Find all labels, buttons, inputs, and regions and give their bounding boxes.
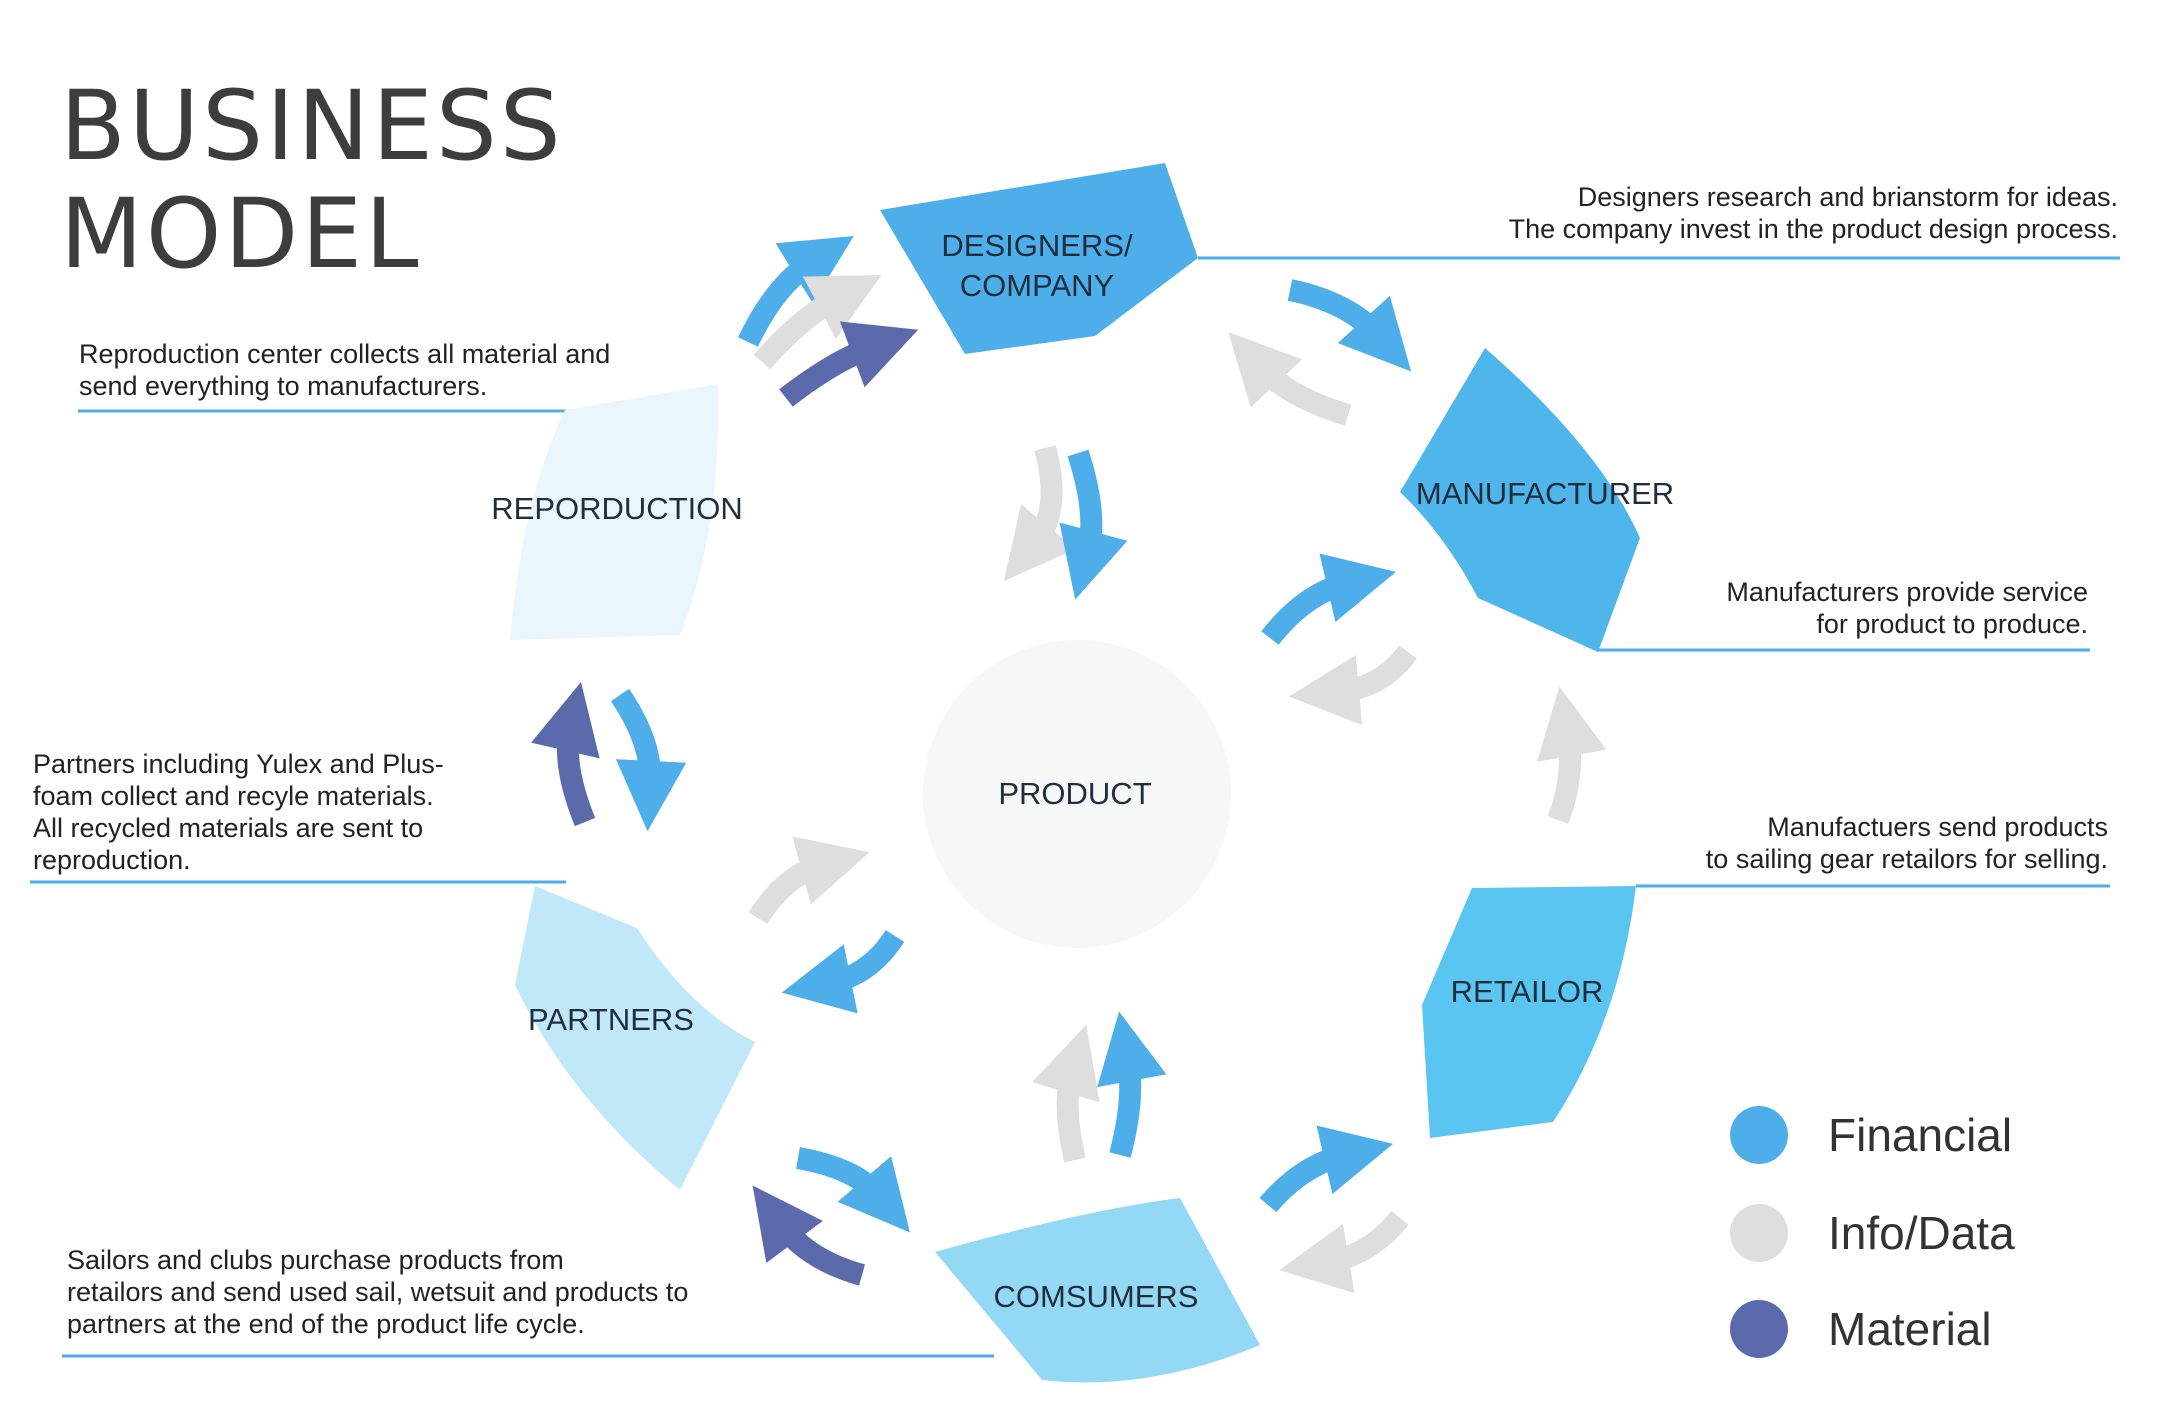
product-label: PRODUCT [998,776,1152,811]
partners-note: Partners including Yulex and Plus- foam … [33,749,444,875]
material-arrow-consumers-partners [752,1185,866,1286]
leader-lines [30,256,2120,1358]
financial-arrow-reproduction-partners [610,688,687,832]
info-arrow-reproduction-designers [753,275,882,370]
retailor-node[interactable] [1422,886,1636,1138]
info-arrow-designers-product [1003,445,1076,582]
partners-label: PARTNERS [528,1002,694,1037]
info-arrow-manufacturer-designers [1228,331,1352,426]
info-arrow-manufacturer-product [1288,645,1417,726]
designers-company-node[interactable] [880,163,1198,354]
info-arrow-retailor-manufacturer [1536,686,1607,824]
title-line-2: MODEL [60,178,422,290]
financial-arrow-product-partners [781,929,905,1014]
consumers-note: Sailors and clubs purchase products from… [67,1245,689,1339]
flow-arrows [530,235,1607,1294]
legend-dot-info-data [1730,1204,1788,1262]
financial-arrow-consumers-retailor [1259,1125,1393,1213]
material-arrow-partners-reproduction [530,681,600,827]
manufacturer-node[interactable] [1400,348,1640,652]
financial-arrow-reproduction-designers [738,235,854,347]
info-arrow-consumers-product [1032,1024,1100,1163]
retailor-note: Manufactuers send products to sailing ge… [1705,812,2108,874]
legend-label-financial: Financial [1828,1109,2013,1161]
reproduction-note: Reproduction center collects all materia… [79,339,611,401]
reproduction-node[interactable] [510,384,719,640]
product-node[interactable] [923,640,1231,948]
financial-arrow-product-manufacturer [1261,553,1396,645]
legend-label-material: Material [1828,1303,1992,1355]
manufacturer-label: MANUFACTURER [1415,476,1675,511]
financial-arrow-consumers-product [1097,1011,1167,1158]
partners-node[interactable] [515,886,755,1190]
legend-dot-financial [1730,1106,1788,1164]
designers-note: Designers research and brianstorm for id… [1508,182,2118,244]
financial-arrow-partners-consumers [795,1147,910,1233]
title-line-1: BUSINESS [60,70,564,182]
info-arrow-partners-product [748,836,870,925]
legend-label-info-data: Info/Data [1828,1207,2015,1259]
designers-company-label: DESIGNERS/ COMPANY [941,228,1133,303]
reproduction-label: REPORDUCTION [491,491,743,526]
financial-arrow-designers-manufacturer [1287,279,1412,372]
material-arrow-reproduction-designers [779,321,919,407]
financial-arrow-designers-product [1059,449,1128,600]
consumers-node[interactable] [935,1198,1260,1383]
consumers-label: COMSUMERS [993,1279,1199,1314]
page-title: BUSINESS MODEL [60,72,564,288]
manufacturer-note: Manufacturers provide service for produc… [1726,577,2088,639]
retailor-label: RETAILOR [1450,974,1604,1009]
info-arrow-retailor-consumers [1279,1210,1409,1294]
legend-dot-material [1730,1300,1788,1358]
